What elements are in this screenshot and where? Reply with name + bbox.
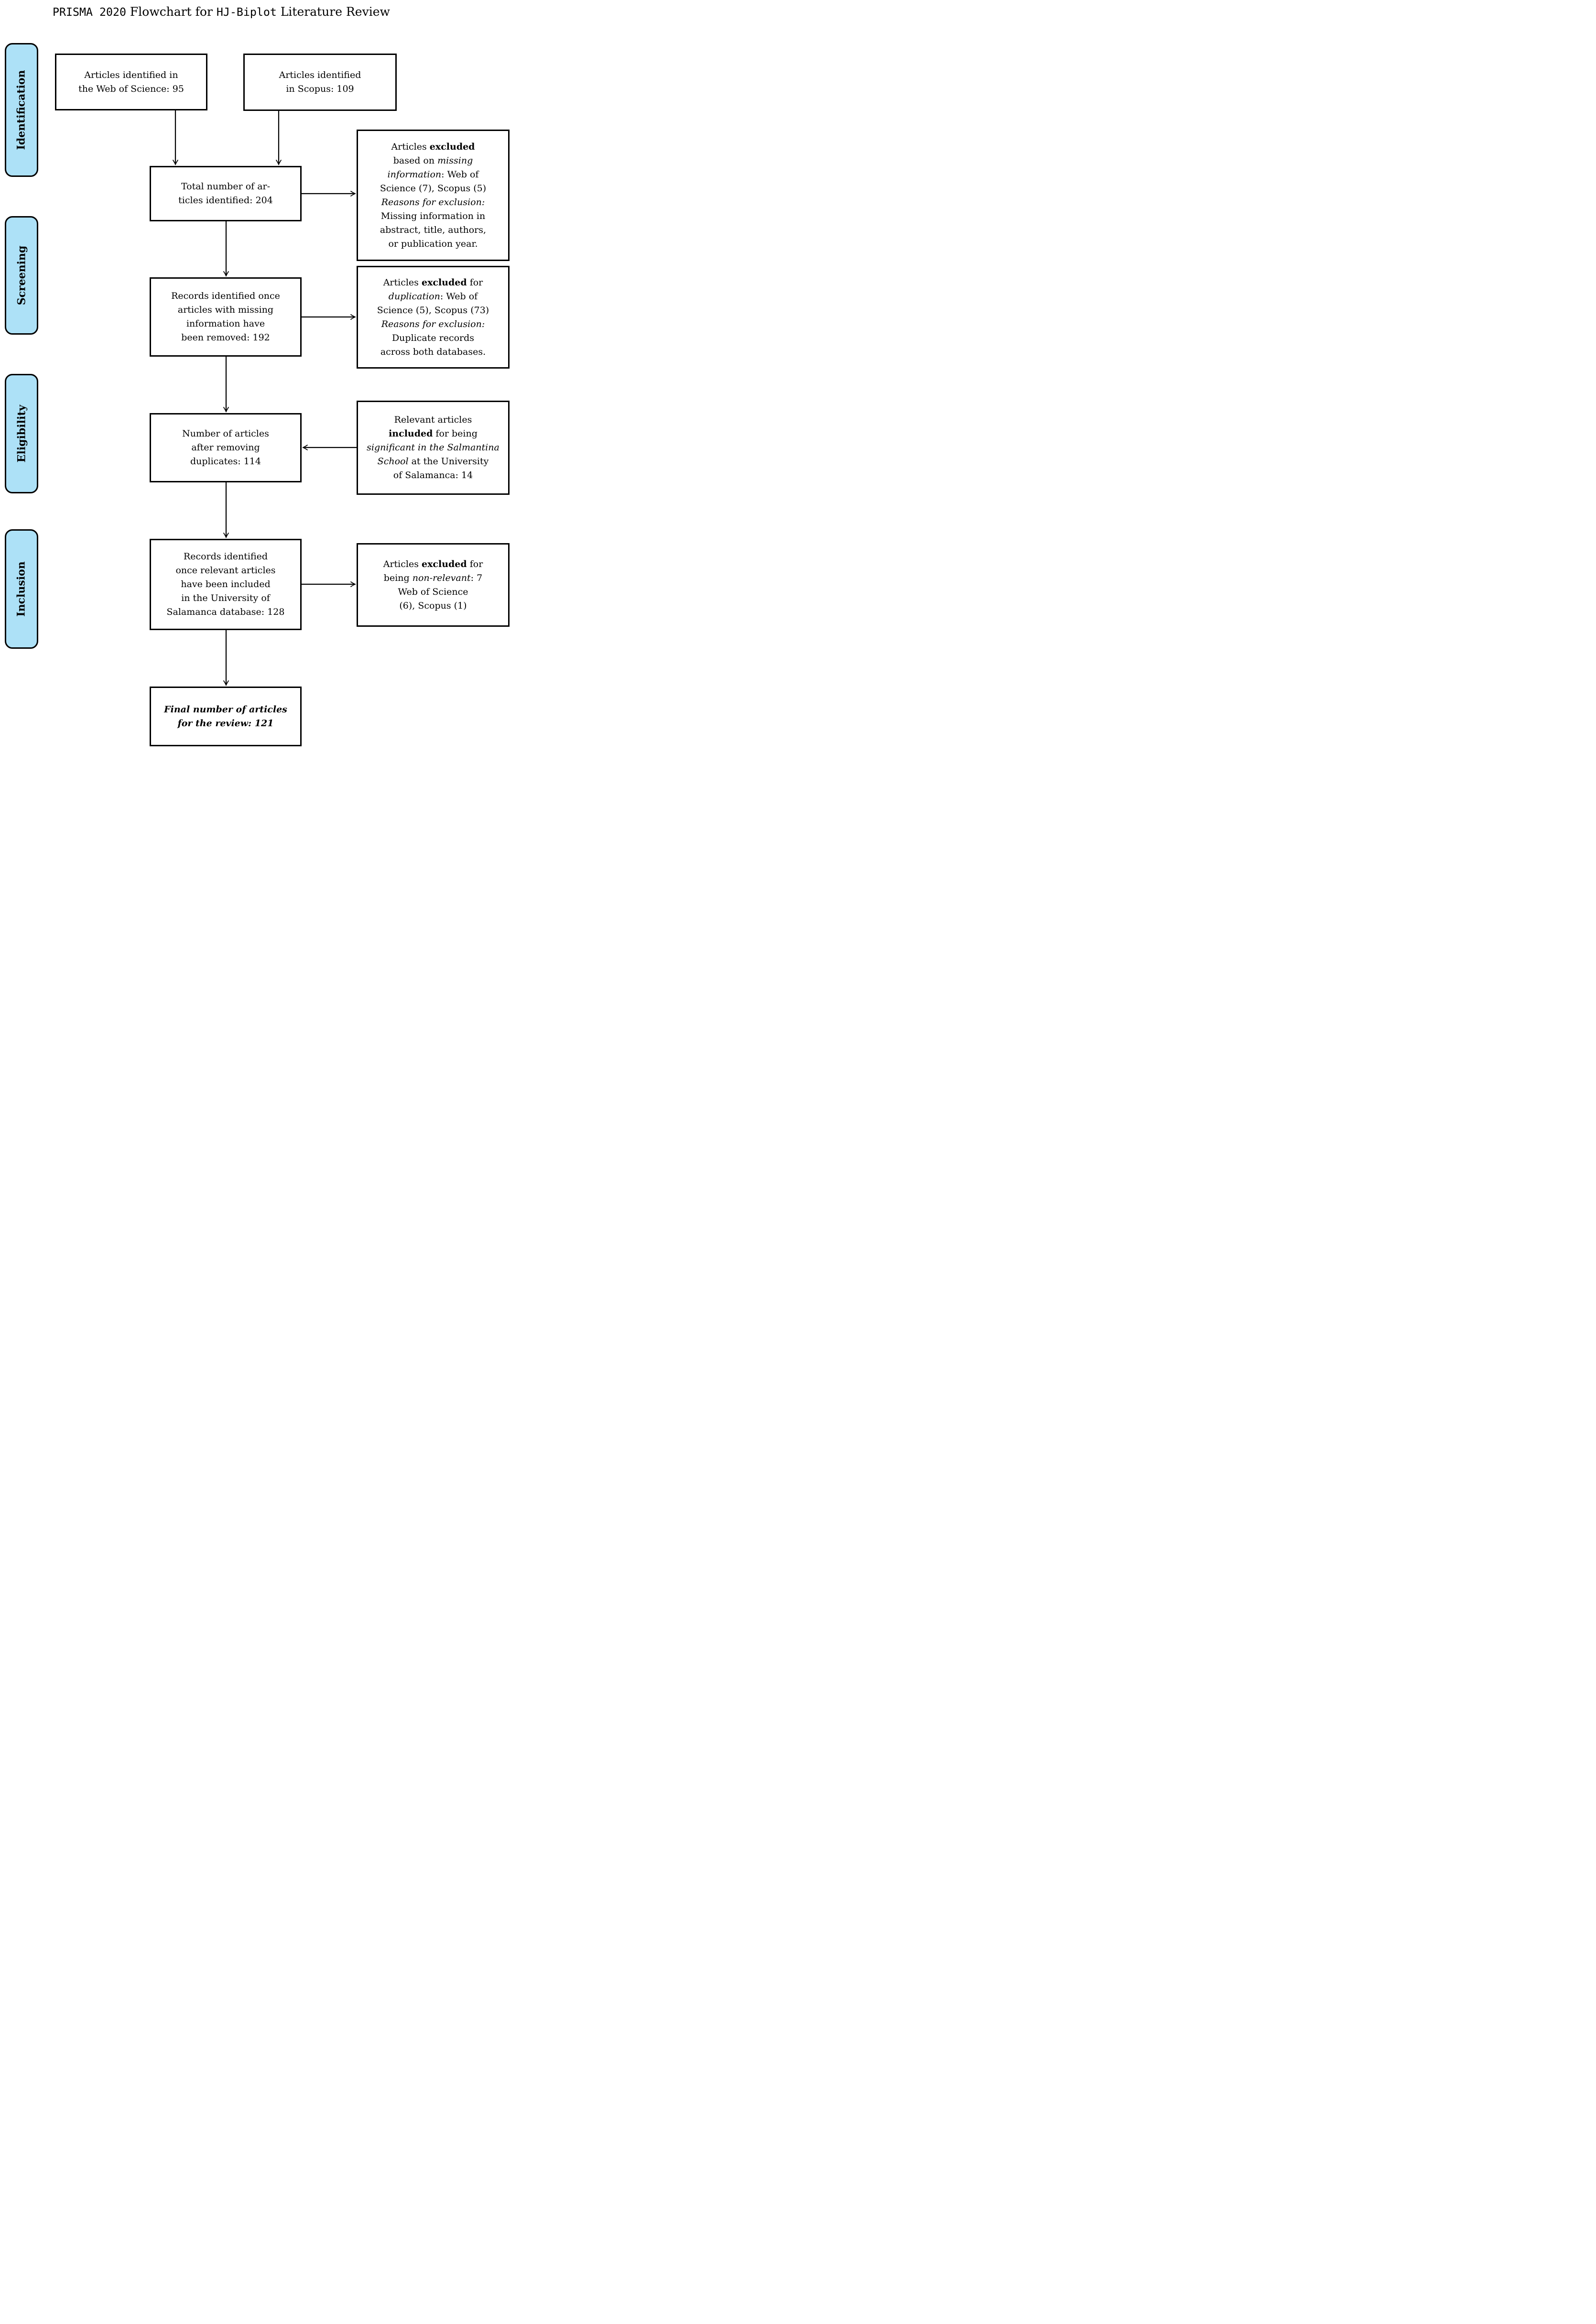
phase-label-text: Eligibility: [15, 404, 28, 463]
phase-label-text: Inclusion: [15, 561, 28, 617]
arrows-layer: [0, 110, 357, 756]
node-text: Total number of ar-ticles identified: 20…: [178, 181, 273, 206]
phase-label-identification: Identification: [5, 43, 38, 177]
prisma-flowchart: PRISMA 2020 Flowchart for HJ-Biplot Lite…: [0, 0, 519, 756]
phase-label-inclusion: Inclusion: [5, 529, 38, 649]
phase-label-eligibility: Eligibility: [5, 374, 38, 493]
node-total-identified: Total number of ar-ticles identified: 20…: [150, 166, 302, 221]
phase-label-text: Screening: [15, 245, 28, 306]
phase-label-text: Identification: [15, 70, 28, 150]
page-title: PRISMA 2020 Flowchart for HJ-Biplot Lite…: [53, 5, 390, 19]
phase-label-screening: Screening: [5, 216, 38, 335]
